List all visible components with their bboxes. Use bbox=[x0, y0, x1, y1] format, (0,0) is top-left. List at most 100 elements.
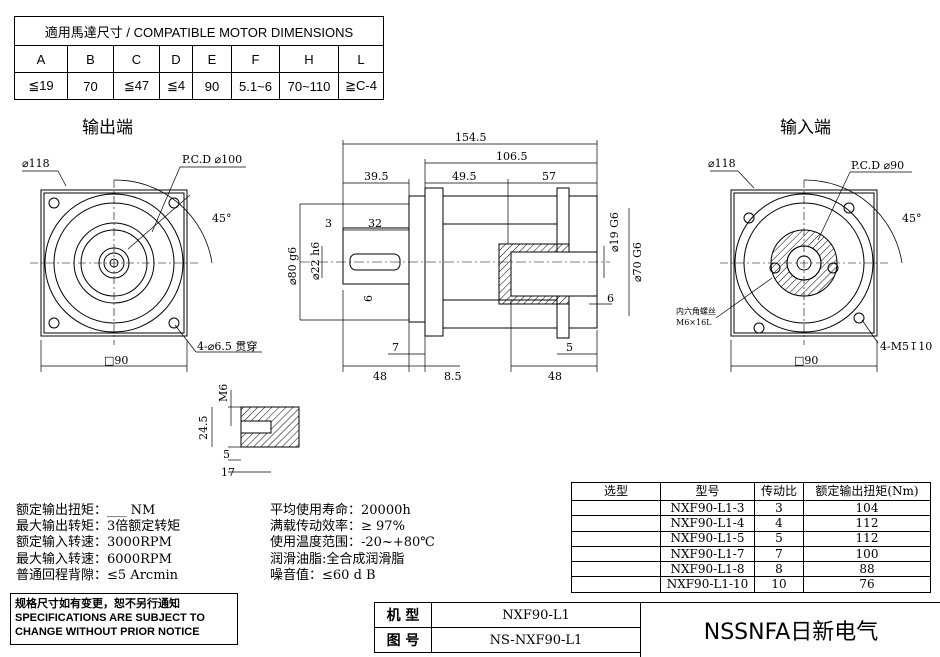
output-end-label: 输出端 bbox=[82, 118, 133, 138]
spec-value: 6000RPM bbox=[107, 551, 172, 567]
notice-line-cn: 规格尺寸如有变更，恕不另行通知 bbox=[15, 598, 180, 610]
specs-left: 额定输出扭矩：___ NM 最大输出转矩：3倍额定转矩 额定输入转速：3000R… bbox=[16, 503, 180, 584]
sel-cell: NXF90-L1-8 bbox=[660, 561, 755, 578]
dim-3: 3 bbox=[325, 217, 332, 230]
spec-value: 3倍额定转矩 bbox=[107, 519, 181, 535]
motor-table-title: 適用馬達尺寸 / COMPATIBLE MOTOR DIMENSIONS bbox=[14, 16, 384, 46]
motor-header: E bbox=[192, 45, 232, 73]
sel-header: 选型 bbox=[571, 482, 661, 501]
motor-value: 5.1~6 bbox=[231, 72, 280, 100]
sel-cell: 88 bbox=[803, 561, 931, 578]
spec-label: 使用温度范围： bbox=[270, 535, 362, 551]
dim-8-5: 8.5 bbox=[444, 370, 462, 383]
spec-row: 最大输出转矩：3倍额定转矩 bbox=[16, 519, 180, 535]
motor-header: A bbox=[14, 45, 68, 73]
dim-154: 154.5 bbox=[455, 131, 487, 144]
spec-value: ：≤60 d B bbox=[309, 567, 376, 583]
spec-value: ≤5 Arcmin bbox=[107, 567, 179, 583]
sel-cell: 5 bbox=[754, 530, 804, 547]
key-5: 5 bbox=[223, 448, 230, 461]
sel-cell: 76 bbox=[803, 576, 931, 593]
motor-value: ≧C-4 bbox=[338, 72, 384, 100]
motor-value: 70 bbox=[67, 72, 114, 100]
spec-label: 最大输入转速： bbox=[16, 551, 108, 567]
sel-cell bbox=[571, 530, 661, 547]
spec-value: 20000h bbox=[361, 503, 411, 518]
drawing-value: NS-NXF90-L1 bbox=[431, 627, 641, 653]
sel-cell: 8 bbox=[754, 561, 804, 578]
spec-row: 额定输入转速：3000RPM bbox=[16, 535, 180, 551]
sel-cell bbox=[571, 576, 661, 593]
sel-cell: 100 bbox=[803, 545, 931, 563]
spec-label: 额定输入转速： bbox=[16, 535, 108, 551]
dim-48a: 48 bbox=[373, 370, 387, 383]
dim-22: ⌀22 h6 bbox=[309, 242, 322, 280]
sel-cell bbox=[571, 515, 661, 532]
spec-value: 3000RPM bbox=[107, 535, 172, 551]
spec-label: 最大输出转矩： bbox=[16, 519, 108, 535]
notice-line-en2: CHANGE WITHOUT PRIOR NOTICE bbox=[15, 626, 200, 638]
input-screw-size: M6×16L bbox=[676, 318, 712, 327]
dim-6b: 6 bbox=[607, 292, 614, 305]
dim-49: 49.5 bbox=[452, 170, 477, 183]
sel-cell: 104 bbox=[803, 499, 931, 517]
input-thread: 4-M5↧10 bbox=[880, 340, 932, 353]
key-m6: M6 bbox=[217, 384, 230, 402]
spec-row: 最大输入转速：6000RPM bbox=[16, 552, 180, 568]
sel-cell: 112 bbox=[803, 515, 931, 532]
drawing-label: 图 号 bbox=[374, 627, 432, 653]
motor-value: ≦47 bbox=[113, 72, 160, 100]
spec-label: 噪音值 bbox=[270, 567, 310, 583]
dim-19: ⌀19 G6 bbox=[608, 212, 621, 252]
motor-dimensions-table: 適用馬達尺寸 / COMPATIBLE MOTOR DIMENSIONS A B… bbox=[14, 16, 384, 100]
motor-value: 70~110 bbox=[279, 72, 339, 100]
brand-name: NSSNFA日新电气 bbox=[640, 602, 940, 657]
engineering-drawing: 输出端 输入端 ⌀118 P.C.D ⌀100 45° 4-⌀6.5 贯穿 □9… bbox=[22, 118, 932, 479]
spec-value: -20~+80℃ bbox=[361, 535, 435, 551]
input-end-label: 输入端 bbox=[780, 118, 831, 138]
input-diameter: ⌀118 bbox=[708, 157, 736, 170]
motor-value: 90 bbox=[192, 72, 232, 100]
dim-106: 106.5 bbox=[496, 150, 528, 163]
sel-cell bbox=[571, 561, 661, 578]
key-detail-view bbox=[211, 390, 300, 473]
dim-6a: 6 bbox=[362, 295, 375, 302]
sel-cell: NXF90-L1-5 bbox=[660, 530, 755, 547]
notice-line-en1: SPECIFICATIONS ARE SUBJECT TO bbox=[15, 612, 205, 624]
input-square: □90 bbox=[794, 354, 818, 367]
sel-header: 型号 bbox=[660, 482, 755, 501]
sel-cell: 112 bbox=[803, 530, 931, 547]
output-square: □90 bbox=[104, 354, 128, 367]
spec-label: 普通回程背隙： bbox=[16, 567, 108, 583]
spec-label: 平均使用寿命： bbox=[270, 503, 362, 518]
input-pcd: P.C.D ⌀90 bbox=[851, 159, 904, 172]
sel-cell: 10 bbox=[754, 576, 804, 593]
motor-value: ≦4 bbox=[159, 72, 193, 100]
key-24-5: 24.5 bbox=[197, 416, 210, 441]
dim-48b: 48 bbox=[548, 370, 562, 383]
specs-right: 平均使用寿命：20000h 满载传动效率：≥ 97% 使用温度范围：-20~+8… bbox=[270, 503, 435, 584]
key-17: 17 bbox=[221, 466, 235, 479]
spec-label: 满载传动效率： bbox=[270, 519, 362, 535]
motor-header: D bbox=[159, 45, 193, 73]
sel-header: 额定输出扭矩(Nm) bbox=[803, 482, 931, 501]
spec-value: ≥ 97% bbox=[361, 519, 405, 535]
sel-cell: NXF90-L1-10 bbox=[660, 576, 755, 593]
spec-label: 额定输出扭矩： bbox=[16, 503, 108, 518]
dim-70: ⌀70 G6 bbox=[631, 242, 644, 282]
output-end-view bbox=[22, 166, 262, 372]
sel-cell: 3 bbox=[754, 499, 804, 517]
spec-row: 额定输出扭矩：___ NM bbox=[16, 503, 180, 519]
output-holes: 4-⌀6.5 贯穿 bbox=[197, 339, 257, 353]
spec-row: 满载传动效率：≥ 97% bbox=[270, 519, 435, 535]
dim-32: 32 bbox=[368, 217, 382, 230]
dim-5: 5 bbox=[566, 341, 573, 354]
spec-row: 普通回程背隙：≤5 Arcmin bbox=[16, 568, 180, 584]
sel-header: 传动比 bbox=[754, 482, 804, 501]
